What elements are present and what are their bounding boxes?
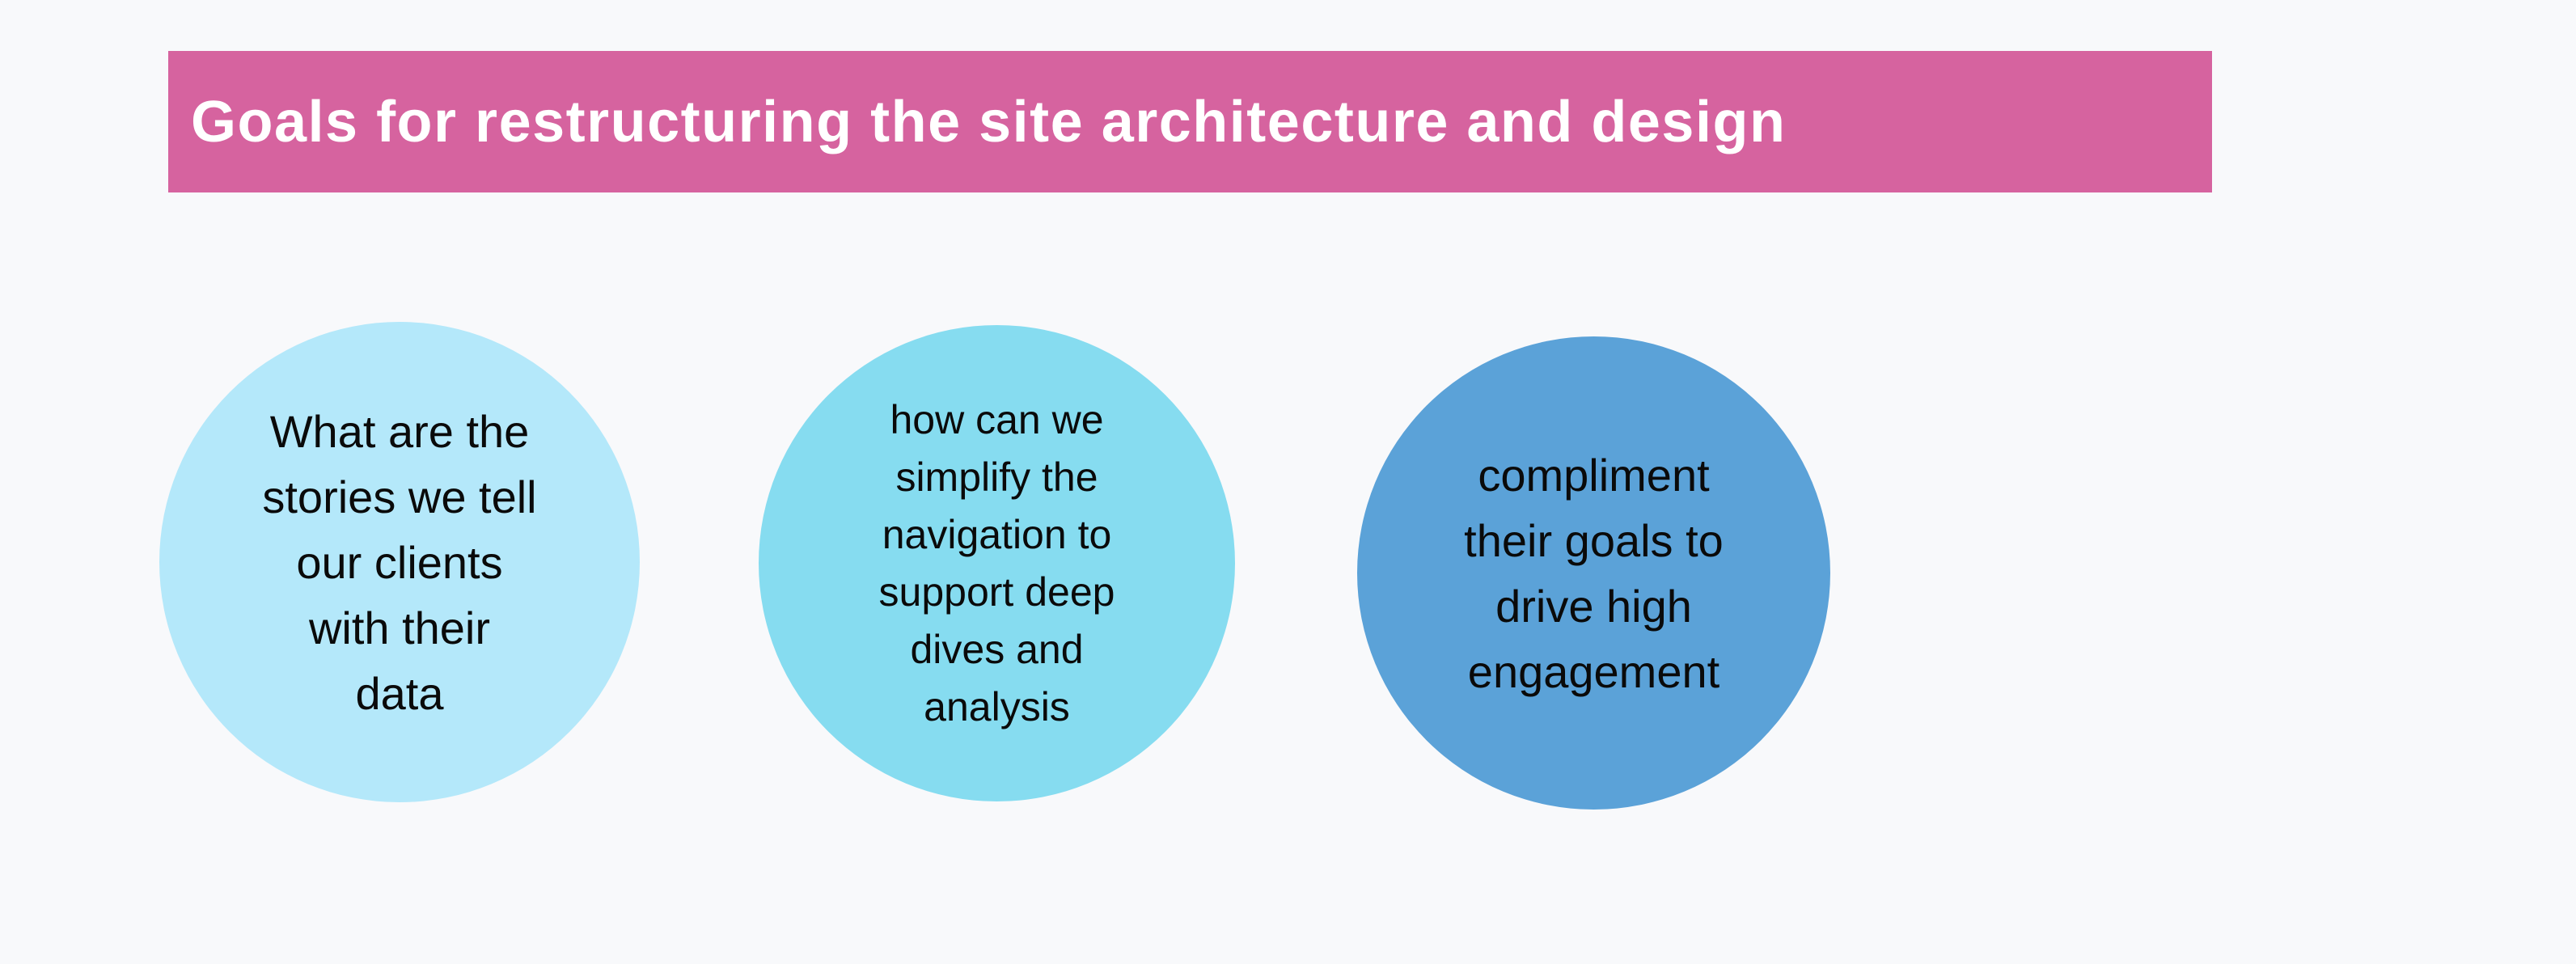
goal-circle-engagement-text: compliment their goals to drive high eng… [1464, 449, 1724, 697]
goal-circle-navigation[interactable]: how can we simplify the navigation to su… [759, 325, 1235, 801]
goal-circle-stories-text: What are the stories we tell our clients… [262, 405, 537, 719]
goal-circle-engagement[interactable]: compliment their goals to drive high eng… [1357, 336, 1830, 810]
goal-circle-stories[interactable]: What are the stories we tell our clients… [159, 322, 640, 802]
slide-title: Goals for restructuring the site archite… [191, 89, 1787, 154]
goal-circle-navigation-text: how can we simplify the navigation to su… [878, 396, 1115, 729]
title-banner[interactable]: Goals for restructuring the site archite… [168, 51, 2212, 192]
